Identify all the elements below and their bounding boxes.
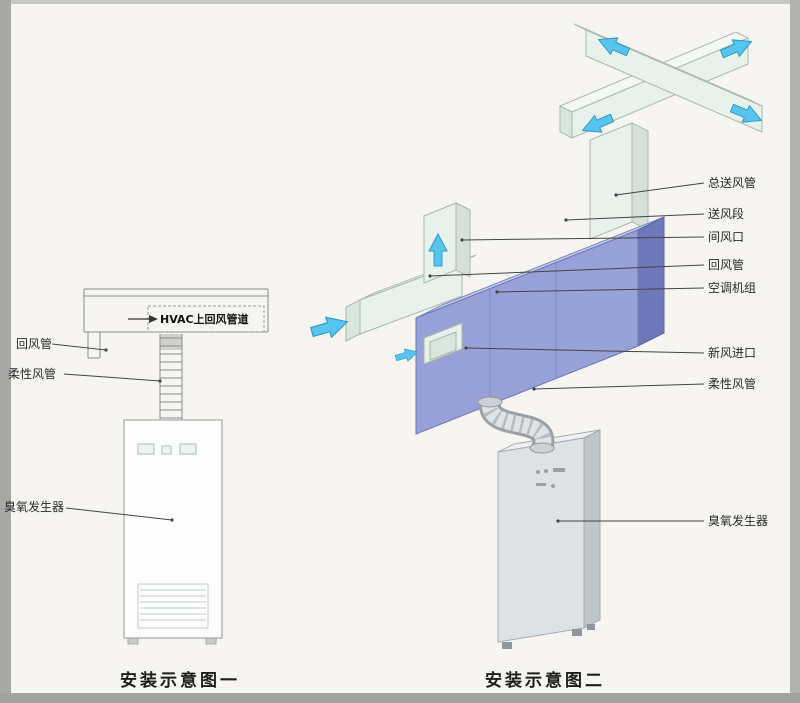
diagram-1 — [51, 288, 269, 645]
ahu-box — [415, 216, 665, 435]
supply-riser-duct — [589, 122, 649, 240]
photo-edge-left — [0, 0, 11, 703]
photo-edge-top — [0, 0, 800, 4]
label-main-supply-duct: 总送风管 — [708, 176, 757, 190]
photo-edge-right — [790, 0, 800, 703]
ahu-side-face — [637, 216, 665, 347]
flow-arrow-icon — [310, 316, 349, 339]
flexible-duct-2 — [477, 396, 555, 454]
label-ozone-generator-2: 臭氧发生器 — [708, 514, 769, 528]
ozone-generator-cabinet-1 — [123, 419, 223, 645]
cabinet-foot — [127, 637, 139, 645]
label-damper-outlet: 间风口 — [708, 230, 745, 244]
caption-diagram-1: 安装示意图一 — [120, 671, 240, 691]
photo-edge-bottom — [0, 693, 800, 703]
flow-arrow-icon — [581, 113, 615, 133]
cabinet-indicators — [536, 468, 565, 488]
cabinet-foot — [502, 642, 512, 649]
label-flexible-duct-1: 柔性风管 — [8, 367, 57, 381]
cabinet-foot — [572, 629, 582, 636]
fresh-air-inlet — [423, 322, 463, 365]
duct-flange — [477, 396, 503, 408]
control-display — [137, 443, 155, 455]
label-flexible-duct-2: 柔性风管 — [708, 377, 757, 391]
return-branch-duct — [345, 202, 477, 342]
flow-arrow-icon — [719, 39, 753, 59]
flexible-duct-1 — [159, 334, 183, 422]
control-display — [179, 443, 197, 455]
duct-flange — [529, 442, 555, 454]
label-ahu: 空调机组 — [708, 281, 757, 295]
ozone-generator-cabinet-2 — [497, 429, 601, 649]
duct-flow-arrow-icon — [128, 315, 158, 323]
label-return-duct-1: 回风管 — [16, 337, 53, 351]
vent-grille — [137, 583, 209, 629]
airflow-arrows — [310, 37, 763, 362]
leader-lines-2 — [428, 182, 705, 523]
flow-arrow-icon — [729, 103, 763, 123]
indicator-light — [161, 445, 172, 455]
label-ozone-generator-1: 臭氧发生器 — [4, 500, 65, 514]
label-supply-section: 送风段 — [708, 207, 745, 221]
hvac-return-duct — [83, 288, 269, 359]
label-return-duct-2: 回风管 — [708, 258, 745, 272]
diagram-2 — [310, 23, 763, 649]
leader-lines-1 — [51, 343, 174, 522]
flow-arrow-icon — [394, 348, 419, 362]
flow-arrow-icon — [428, 232, 448, 267]
ahu-front-face — [415, 229, 639, 435]
caption-diagram-2: 安装示意图二 — [485, 671, 605, 691]
label-fresh-air-inlet: 新风进口 — [708, 346, 757, 360]
hvac-duct-text: HVAC上回风管道 — [160, 313, 249, 326]
cabinet-foot — [205, 637, 217, 645]
flow-arrow-icon — [597, 37, 631, 57]
cabinet-foot — [587, 624, 595, 630]
